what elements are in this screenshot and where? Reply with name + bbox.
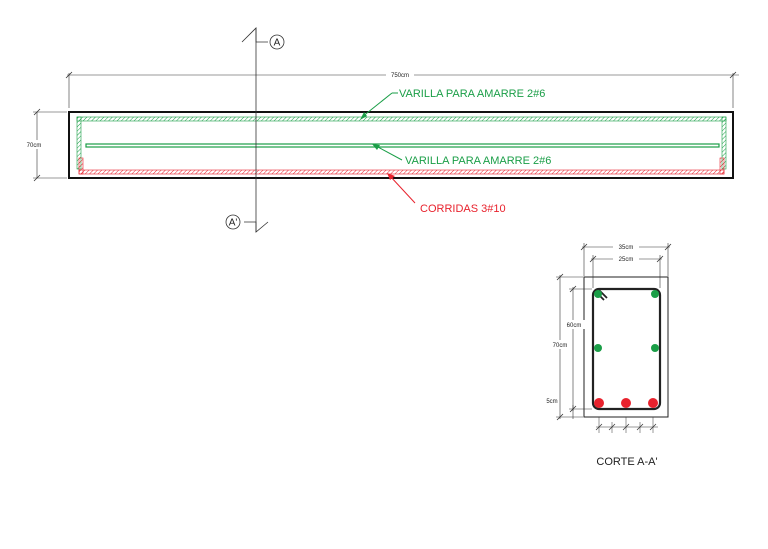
stirrup bbox=[591, 287, 662, 411]
section-title: CORTE A-A' bbox=[596, 456, 657, 468]
section-mark-top: A bbox=[274, 38, 281, 49]
label-mid-bars-group: VARILLA PARA AMARRE 2#6 bbox=[372, 144, 551, 167]
label-bottom-bars-group: CORRIDAS 3#10 bbox=[387, 173, 506, 215]
green-bar-top-right bbox=[651, 290, 659, 298]
inner-width-label: 25cm bbox=[619, 257, 634, 263]
bottom-main-bar-hook-right bbox=[719, 157, 725, 175]
length-dimension: 750cm bbox=[65, 70, 739, 108]
cover-label: 5cm bbox=[546, 399, 557, 405]
label-top-bars: VARILLA PARA AMARRE 2#6 bbox=[399, 88, 545, 100]
green-bar-top-left bbox=[594, 290, 602, 298]
bottom-main-bar bbox=[78, 169, 725, 175]
green-bar-mid-right bbox=[651, 344, 659, 352]
label-bottom-bars: CORRIDAS 3#10 bbox=[420, 203, 506, 215]
section-mark-top-circle bbox=[269, 34, 285, 50]
red-bar-bottom-left bbox=[594, 398, 604, 408]
red-bar-bottom-center bbox=[621, 398, 631, 408]
cover-dimension: 5cm bbox=[546, 399, 574, 419]
label-mid-bars: VARILLA PARA AMARRE 2#6 bbox=[405, 155, 551, 167]
beam-elevation: A A' 750cm 70cm VARILLA P bbox=[22, 27, 739, 233]
length-dim-label: 750cm bbox=[391, 73, 409, 79]
bottom-main-bar-hook-left bbox=[78, 157, 84, 175]
bottom-spacing-dimension bbox=[595, 417, 658, 433]
section-mark-bottom-circle bbox=[225, 214, 241, 230]
beam-outline bbox=[68, 111, 734, 179]
inner-height-label: 60cm bbox=[567, 323, 582, 329]
top-tie-bar bbox=[76, 116, 727, 122]
outer-width-dimension: 35cm bbox=[580, 243, 672, 276]
outer-width-label: 35cm bbox=[619, 245, 634, 251]
section-mark-bottom: A' bbox=[229, 218, 238, 229]
height-dimension: 70cm bbox=[22, 108, 67, 182]
red-bar-bottom-right bbox=[648, 398, 658, 408]
inner-width-dimension: 25cm bbox=[589, 255, 664, 288]
section-arrow-bottom bbox=[244, 221, 269, 233]
height-dim-label: 70cm bbox=[27, 143, 42, 149]
green-bar-mid-left bbox=[594, 344, 602, 352]
section-arrow-top bbox=[241, 27, 268, 43]
inner-height-dimension: 60cm bbox=[563, 285, 592, 413]
beam-cross-section: 35cm 25cm 70cm 60cm bbox=[546, 243, 672, 468]
label-top-bars-group: VARILLA PARA AMARRE 2#6 bbox=[360, 88, 545, 120]
total-height-label: 70cm bbox=[553, 343, 568, 349]
middle-tie-bar bbox=[85, 143, 720, 148]
total-height-dimension: 70cm bbox=[549, 273, 583, 421]
